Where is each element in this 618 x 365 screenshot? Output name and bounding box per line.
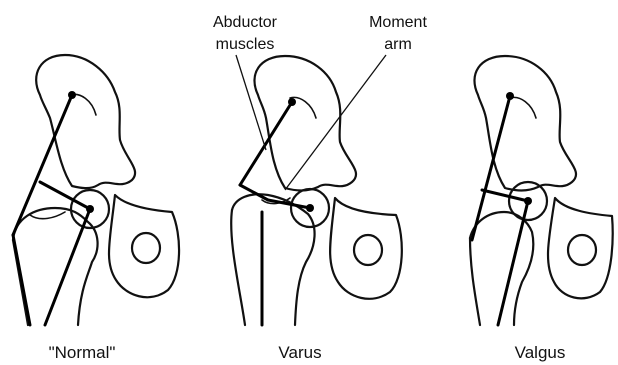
panel-valgus: Valgus xyxy=(470,56,613,362)
moment-label-line2: arm xyxy=(384,36,412,53)
panel-normal: "Normal" xyxy=(13,55,179,362)
ilium-marker-varus xyxy=(288,98,296,106)
femur-varus xyxy=(231,189,329,325)
femoral-neck-axis-valgus xyxy=(498,201,528,325)
force-lines-valgus xyxy=(472,92,532,325)
hip-center-marker-normal xyxy=(86,205,94,213)
moment-arm-line-normal xyxy=(40,182,90,209)
abductor-label-line1: Abductor xyxy=(213,14,278,31)
obturator-foramen-normal xyxy=(132,233,160,263)
moment-arm-line-valgus xyxy=(482,190,528,201)
caption-normal: "Normal" xyxy=(49,343,116,362)
moment-label-line1: Moment xyxy=(369,14,427,31)
caption-valgus: Valgus xyxy=(515,343,566,362)
pelvis-ischium-normal xyxy=(109,195,179,297)
pelvis-ilium-normal xyxy=(36,55,135,188)
abductor-line-valgus xyxy=(472,96,510,240)
femoral-shaft-line-normal xyxy=(13,235,30,325)
obturator-foramen-valgus xyxy=(568,235,596,265)
panel-varus: Varus xyxy=(231,56,402,362)
ilium-marker-normal xyxy=(68,91,76,99)
pelvis-ischium-valgus xyxy=(548,198,613,298)
femoral-neck-axis-normal xyxy=(45,209,90,325)
ilium-marker-valgus xyxy=(506,92,514,100)
obturator-foramen-varus xyxy=(354,235,382,265)
pelvis-ilium-varus xyxy=(254,56,356,191)
hip-center-marker-varus xyxy=(306,204,314,212)
hip-center-marker-valgus xyxy=(524,197,532,205)
pelvis-ischium-varus xyxy=(330,198,402,299)
moment-arm-leader-line xyxy=(285,55,386,190)
caption-varus: Varus xyxy=(278,343,321,362)
abductor-label-line2: muscles xyxy=(216,36,275,53)
